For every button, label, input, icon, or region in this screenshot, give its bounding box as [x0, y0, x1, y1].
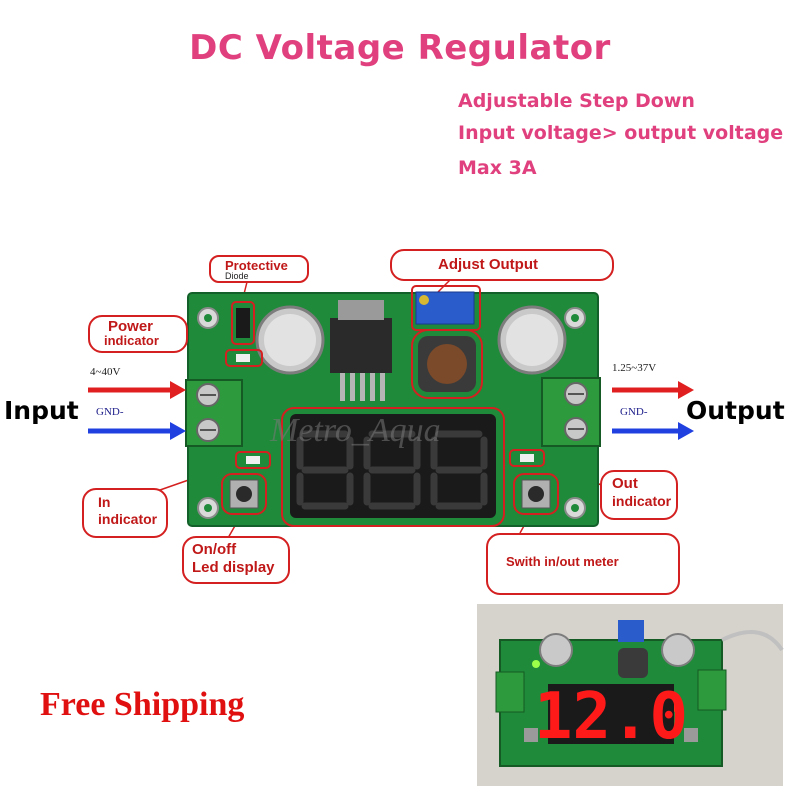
input-voltage-arrow	[88, 381, 186, 399]
callout-adjust-output: Adjust Output	[390, 249, 614, 281]
callout-out-line1: Out	[612, 475, 638, 492]
callout-out-indicator: Out indicator	[600, 470, 678, 520]
output-label: Output	[686, 396, 785, 425]
watermark: Metro_Aqua	[270, 412, 441, 449]
input-gnd-label: GND-	[96, 406, 124, 418]
callout-adjust-output-text: Adjust Output	[438, 256, 538, 273]
output-gnd-arrow	[612, 422, 694, 440]
page-title: DC Voltage Regulator	[189, 28, 611, 68]
callout-protective-main: Protective	[225, 258, 288, 273]
output-voltage-arrow	[612, 381, 694, 399]
live-display	[548, 684, 674, 744]
callout-protective-diode: Protective Diode	[209, 255, 309, 283]
feature-step-down: Adjustable Step Down	[458, 90, 695, 112]
callout-power-indicator: Power indicator	[88, 315, 188, 353]
feature-max-current: Max 3A	[458, 157, 537, 179]
callout-onoff-line1: On/off	[192, 541, 237, 558]
input-gnd-arrow	[88, 422, 186, 440]
free-shipping-banner: Free Shipping	[40, 686, 245, 723]
callout-in-line1: In	[98, 494, 111, 510]
callout-power-line2: indicator	[104, 333, 159, 348]
live-display-value: 12.0	[534, 680, 688, 754]
callout-in-indicator: In indicator	[82, 488, 168, 538]
input-label: Input	[4, 396, 79, 425]
callout-switch-meter-text: Swith in/out meter	[506, 554, 619, 569]
callout-out-line2: indicator	[612, 493, 672, 509]
callout-switch-meter: Swith in/out meter	[486, 533, 680, 595]
power-led	[236, 354, 250, 362]
callout-in-line2: indicator	[98, 511, 158, 527]
feature-voltage-relation: Input voltage> output voltage	[458, 122, 784, 144]
callout-onoff-display: On/off Led display	[182, 536, 290, 584]
input-voltage-range: 4~40V	[90, 366, 121, 378]
callout-onoff-line2: Led display	[192, 559, 275, 576]
output-gnd-label: GND-	[620, 406, 648, 418]
output-voltage-range: 1.25~37V	[612, 362, 657, 374]
protective-diode	[236, 308, 250, 338]
out-indicator-led	[520, 454, 534, 462]
callout-protective-sub: Diode	[225, 271, 249, 281]
led-display	[290, 414, 496, 518]
callout-power-line1: Power	[108, 318, 154, 335]
regulator-ic	[330, 318, 392, 373]
onoff-button	[229, 479, 259, 509]
in-indicator-led	[246, 456, 260, 464]
